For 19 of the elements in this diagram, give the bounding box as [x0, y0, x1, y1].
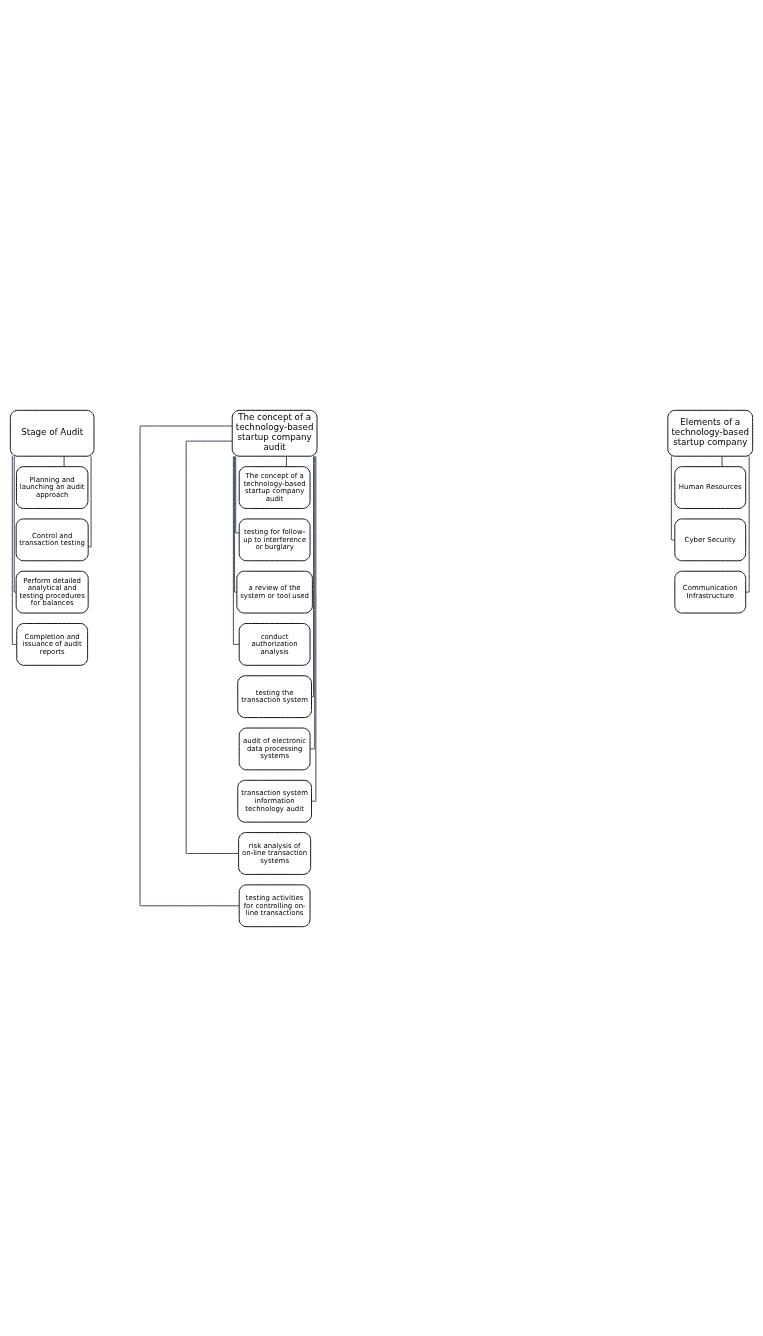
connector: [234, 455, 238, 593]
connector: [63, 455, 65, 467]
connector: [232, 455, 240, 645]
connector: [745, 455, 750, 593]
connector: [87, 455, 92, 547]
node-box: Elements of a technology-based startup company: [667, 409, 754, 457]
node-box: The concept of a technology-based startup company audit: [231, 409, 318, 457]
connector: [235, 455, 240, 533]
connector: [311, 455, 317, 802]
connector: [311, 455, 314, 697]
connector: [309, 455, 316, 749]
connector: [13, 455, 17, 593]
connector: [721, 455, 723, 467]
connector: [670, 455, 676, 540]
connector: [139, 425, 240, 906]
node-box: Stage of Audit: [9, 409, 95, 457]
connector: [185, 440, 239, 854]
connector: [11, 455, 18, 645]
connector: [285, 455, 287, 467]
